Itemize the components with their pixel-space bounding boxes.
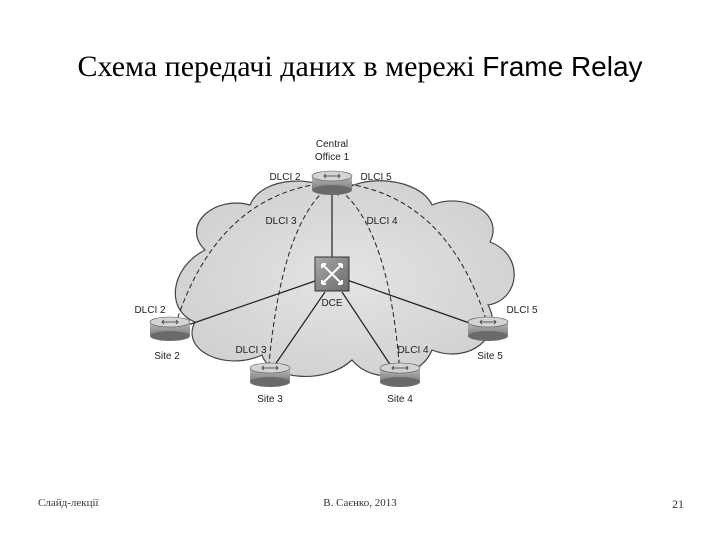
pvc-central-site4	[339, 189, 401, 376]
footer-left: Слайд-лекції	[38, 497, 99, 509]
dce-label: DCE	[321, 298, 342, 309]
link-site3-dce	[269, 291, 326, 373]
dce-switch-icon	[314, 256, 350, 292]
virtual-circuits	[174, 183, 489, 376]
dlci-central-site3: DLCI 3	[265, 216, 297, 227]
link-site2-dce	[184, 279, 319, 327]
site4-label: Site 4	[387, 394, 413, 405]
slide-title: Схема передачі даних в мережі Frame Rela…	[0, 50, 720, 84]
dlci-site5: DLCI 5	[506, 305, 538, 316]
router-central-icon	[311, 170, 353, 195]
footer-author: В. Саєнко, 2013	[323, 497, 397, 509]
dlci-site2: DLCI 2	[134, 305, 166, 316]
dlci-central-left: DLCI 2	[269, 172, 301, 183]
physical-links	[184, 195, 479, 373]
pvc-central-site5	[347, 183, 489, 327]
router-site2-icon	[149, 316, 191, 341]
title-technology: Frame Relay	[482, 51, 643, 82]
dlci-site4: DLCI 4	[397, 345, 429, 356]
site2-label: Site 2	[154, 351, 180, 362]
dlci-site3: DLCI 3	[235, 345, 267, 356]
site3-label: Site 3	[257, 394, 283, 405]
pvc-central-site2	[174, 183, 319, 327]
central-office-label-line2: Office 1	[315, 152, 350, 163]
router-site5-icon	[467, 316, 509, 341]
site5-label: Site 5	[477, 351, 503, 362]
pvc-central-site3	[267, 189, 326, 376]
central-office-label-line1: Central	[316, 139, 348, 150]
title-main: Схема передачі даних в мережі	[77, 50, 483, 83]
router-site3-icon	[249, 362, 291, 387]
router-site4-icon	[379, 362, 421, 387]
link-site4-dce	[341, 291, 396, 373]
dlci-central-site4: DLCI 4	[366, 216, 398, 227]
dlci-central-right: DLCI 5	[360, 172, 392, 183]
link-site5-dce	[346, 279, 479, 327]
page-number: 21	[672, 497, 684, 511]
